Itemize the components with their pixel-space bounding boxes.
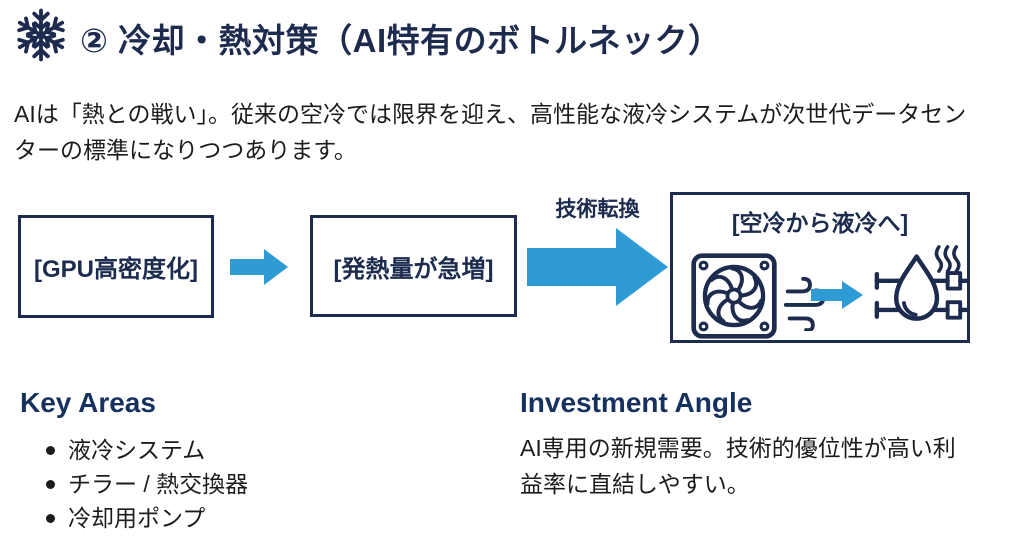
flow-step-heat-surge-label: [発熱量が急増] (333, 255, 494, 283)
flow-result-box: [空冷から液冷へ] (670, 192, 970, 343)
snowflake-icon (12, 6, 70, 64)
flow-result-label: [空冷から液冷へ] (731, 210, 909, 236)
key-areas-heading: Key Areas (20, 387, 156, 418)
page-title: ② 冷却・熱対策（AI特有のボトルネック） (80, 22, 722, 59)
big-right-arrow-icon (527, 228, 668, 306)
small-right-arrow-icon (811, 281, 863, 309)
flow-step-gpu-density-label: [GPU高密度化] (34, 256, 198, 283)
transition-label: 技術転換 (555, 198, 640, 221)
right-arrow-icon (230, 249, 288, 285)
case-fan-icon (689, 251, 779, 341)
list-item: 冷却用ポンプ (44, 501, 248, 535)
flow-step-heat-surge: [発熱量が急増] (310, 215, 517, 317)
key-areas-list: 液冷システム チラー / 熱交換器 冷却用ポンプ (44, 433, 248, 535)
list-item: チラー / 熱交換器 (44, 467, 248, 501)
investment-angle-heading: Investment Angle (520, 387, 753, 418)
list-item: 液冷システム (44, 433, 248, 467)
flow-step-gpu-density: [GPU高密度化] (18, 215, 214, 318)
investment-angle-text: AI専用の新規需要。技術的優位性が高い利益率に直結しやすい。 (520, 435, 956, 497)
water-droplet-heat-icon (871, 243, 968, 338)
intro-paragraph: AIは「熱との戦い」。従来の空冷では限界を迎え、高性能な液冷システムが次世代デー… (14, 101, 967, 163)
